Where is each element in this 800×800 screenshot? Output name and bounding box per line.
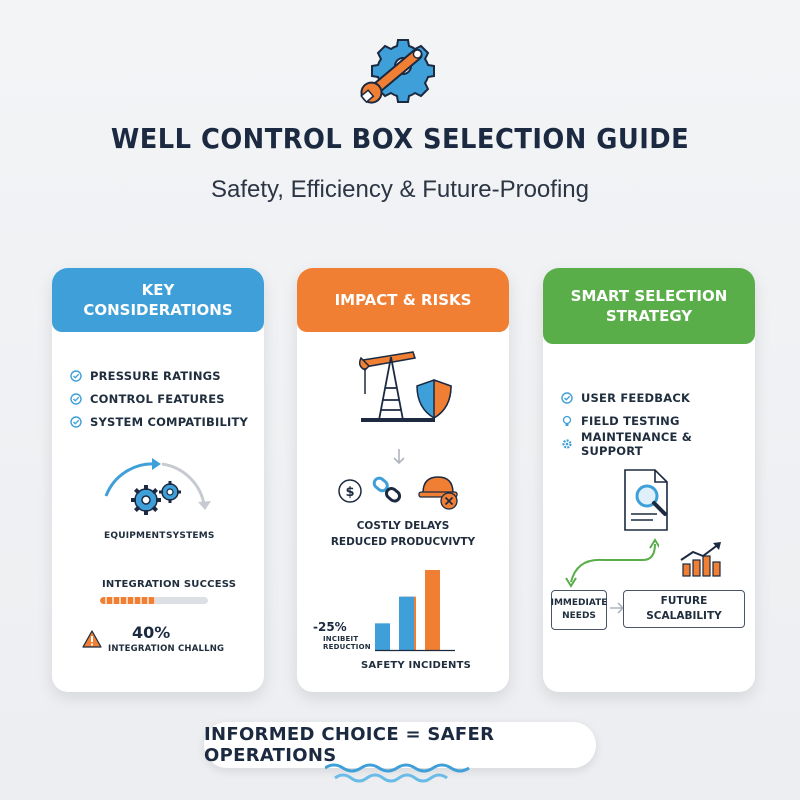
two-way-arrow-icon	[565, 538, 659, 588]
strategy-list: USER FEEDBACK FIELD TESTING MAINTENANCE …	[561, 386, 755, 458]
growth-chart-icon	[680, 542, 721, 577]
page-title: WELL CONTROL BOX SELECTION GUIDE	[110, 122, 690, 155]
page-subtitle: Safety, Efficiency & Future-Proofing	[211, 176, 589, 203]
list-item: PRESSURE RATINGS	[70, 364, 248, 387]
list-item: MAINTENANCE & SUPPORT	[561, 429, 755, 458]
svg-text:$: $	[345, 485, 354, 500]
arrow-down-icon	[393, 449, 405, 465]
impact-risks-heading: IMPACT & RISKS	[297, 268, 509, 332]
smart-selection-card: SMART SELECTION STRATEGY USER FEEDBACK F…	[543, 268, 755, 692]
safety-incidents-chart	[375, 570, 455, 652]
chart-bar	[399, 596, 414, 650]
smart-selection-heading: SMART SELECTION STRATEGY	[543, 268, 755, 344]
list-item-label: PRESSURE RATINGS	[90, 368, 221, 383]
integration-progress-fill	[100, 597, 157, 604]
chart-bar	[425, 570, 440, 650]
warning-icon	[82, 630, 102, 648]
lightbulb-icon	[562, 415, 572, 426]
systems-label: SYSTEMS	[166, 531, 215, 541]
list-item: CONTROL FEATURES	[70, 387, 248, 410]
list-item-label: FIELD TESTING	[581, 413, 680, 428]
integration-success-label: INTEGRATION SUCCESS	[102, 579, 237, 590]
gear-icon	[562, 438, 572, 449]
list-item-label: CONTROL FEATURES	[90, 391, 225, 406]
waves-icon	[325, 763, 470, 783]
wrench-gear-icon	[360, 39, 435, 104]
document-search-icon	[624, 469, 668, 531]
risks-text: COSTLY DELAYS REDUCED PRODUCVIVTY	[297, 518, 509, 551]
check-icon	[70, 415, 82, 428]
challenge-label: INTEGRATION CHALLNG	[108, 644, 225, 654]
gears-cycle-icon	[104, 458, 211, 515]
immediate-needs-box: IMMEDIATE NEEDS	[551, 590, 607, 630]
challenge-value: 40%	[132, 623, 171, 642]
check-icon	[70, 369, 82, 382]
list-item: USER FEEDBACK	[561, 386, 755, 409]
oil-pump-shield-icon	[359, 351, 452, 422]
future-scalability-box: FUTURE SCALABILITY	[623, 590, 745, 628]
list-item: SYSTEM COMPATIBILITY	[70, 410, 248, 433]
key-considerations-card: KEY CONSIDERATIONS PRESSURE RATINGS CONT…	[52, 268, 264, 692]
impact-risks-card: IMPACT & RISKS $ COSTLY DELAYS REDUCED P…	[297, 268, 509, 692]
risk-delays: COSTLY DELAYS	[356, 520, 450, 532]
considerations-list: PRESSURE RATINGS CONTROL FEATURES SYSTEM…	[70, 364, 248, 433]
list-item-label: MAINTENANCE & SUPPORT	[581, 429, 693, 458]
equipment-label: EQUIPMENT	[104, 531, 166, 541]
chart-bar	[375, 623, 390, 650]
dollar-chain-worker-icon: $	[338, 476, 458, 510]
reduction-label-1: INCIBEIT	[323, 635, 359, 643]
list-item-label: USER FEEDBACK	[581, 390, 691, 405]
footer-tagline: INFORMED CHOICE = SAFER OPERATIONS	[204, 722, 596, 768]
integration-progress-bar	[100, 597, 208, 604]
list-item: FIELD TESTING	[561, 409, 755, 432]
reduction-label-2: REDUCTION	[323, 643, 371, 651]
check-icon	[70, 392, 82, 405]
reduction-value: -25%	[313, 620, 347, 634]
chart-caption: SAFETY INCIDENTS	[361, 660, 472, 671]
key-considerations-heading: KEY CONSIDERATIONS	[52, 268, 264, 332]
check-icon	[561, 391, 573, 404]
risk-productivity: REDUCED PRODUCVIVTY	[330, 536, 476, 549]
list-item-label: SYSTEM COMPATIBILITY	[90, 414, 249, 429]
